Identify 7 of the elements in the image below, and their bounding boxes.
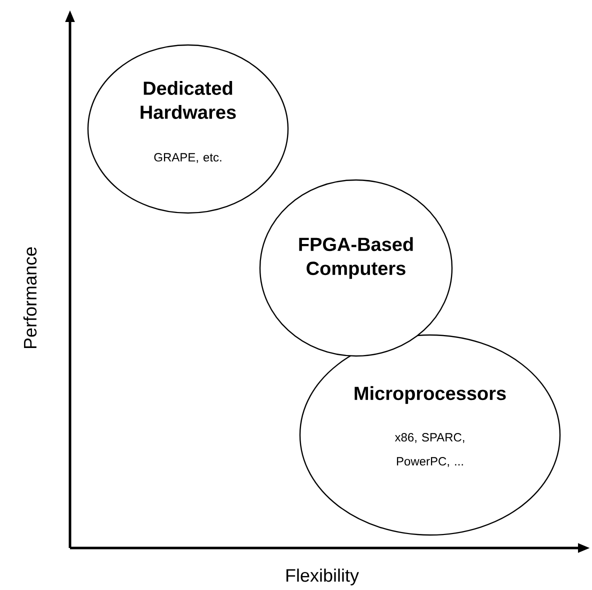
heading: FPGA-Based Computers [299, 237, 413, 279]
example-text: x86, SPARC, PowerPC, ... [394, 433, 464, 467]
heading: Microprocessors [354, 386, 506, 404]
heading: Dedicated Hardwares [140, 81, 236, 119]
axis-label: Performance [23, 247, 37, 348]
axis-label: Flexibility [286, 568, 359, 586]
example-text: GRAPE, etc. [154, 153, 222, 163]
